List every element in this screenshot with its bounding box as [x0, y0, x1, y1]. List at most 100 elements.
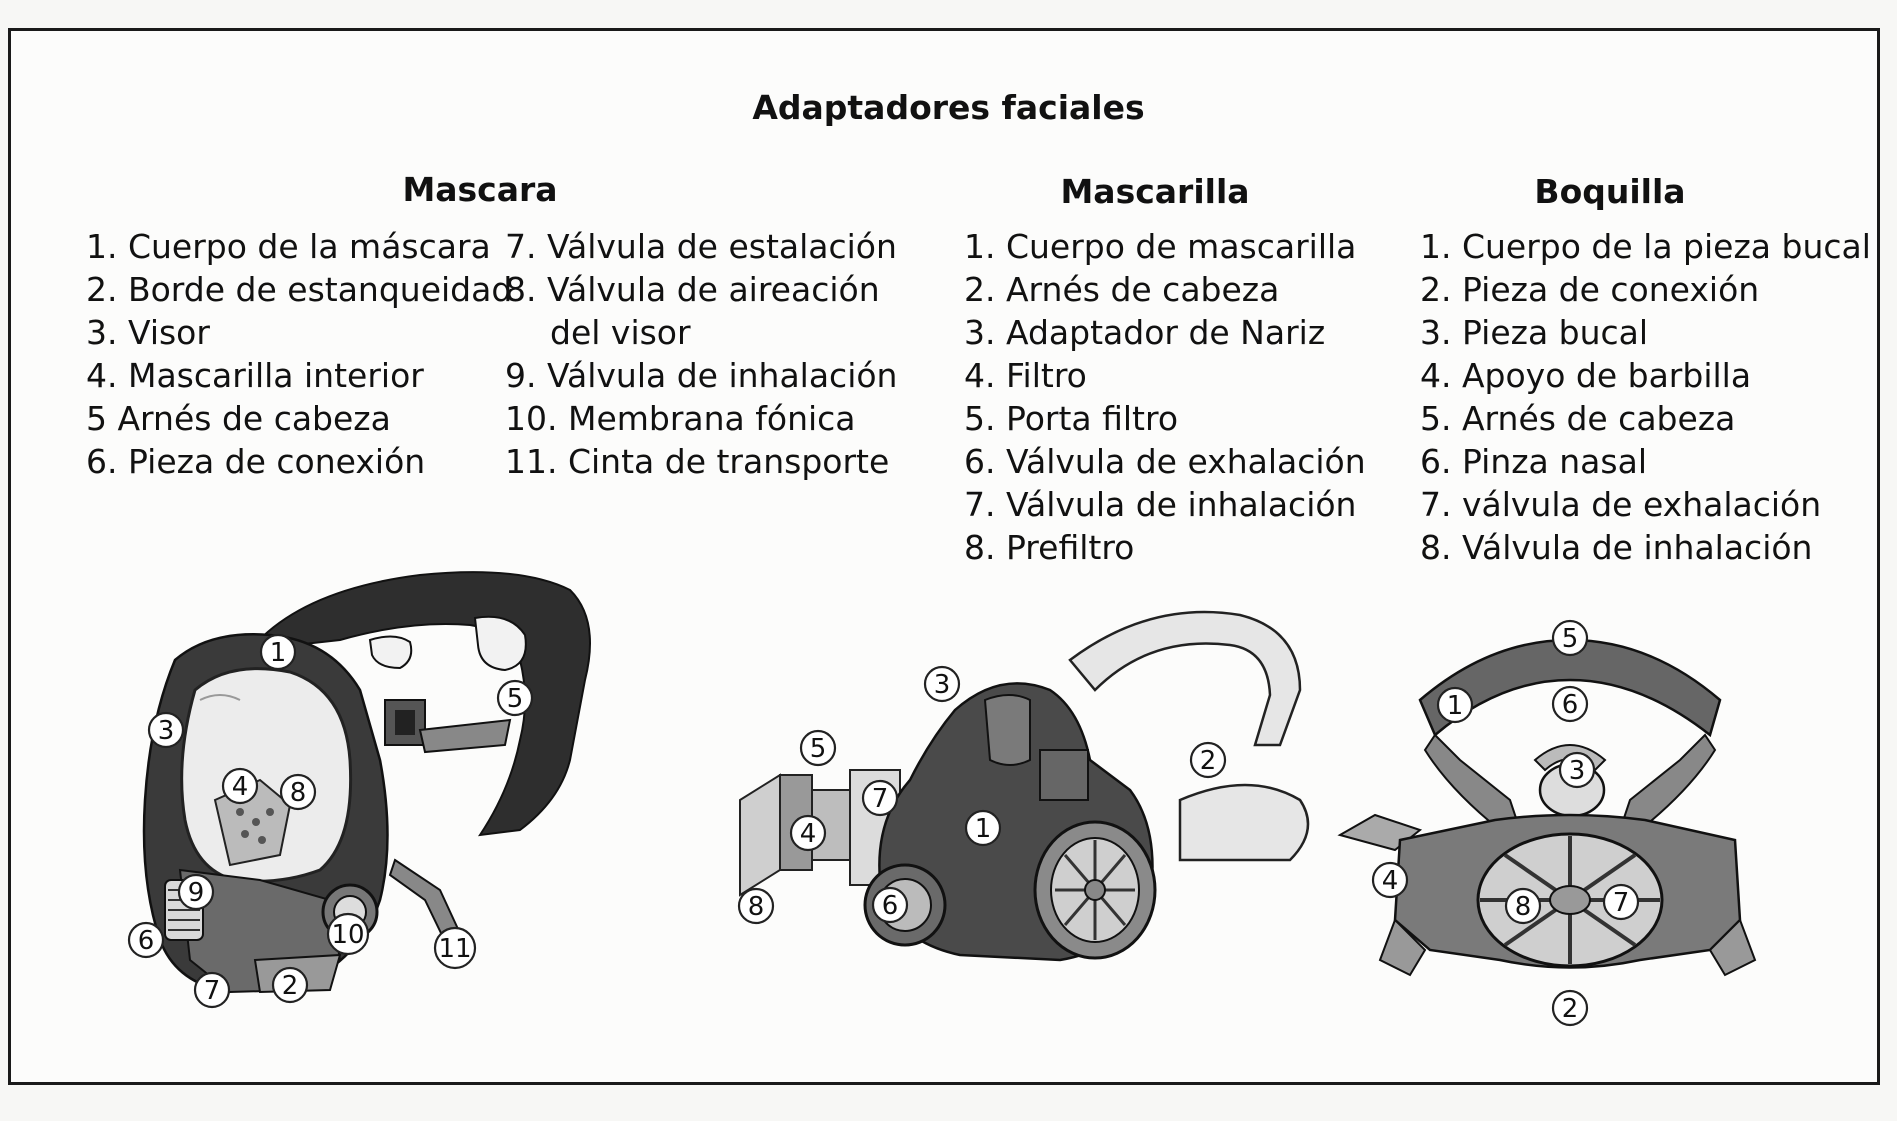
- callout-label: 1: [1447, 691, 1464, 721]
- mascara-list-left: 1. Cuerpo de la máscara 2. Borde de esta…: [86, 225, 512, 483]
- list-item: 2. Borde de estanqueidad: [86, 270, 513, 309]
- callout-circle: [1602, 883, 1640, 921]
- callout-circle: [1189, 741, 1227, 779]
- callout-label: 1: [975, 814, 992, 844]
- list-item: 3. Visor: [86, 313, 210, 352]
- callout-circle: [496, 679, 534, 717]
- callout-label: 2: [1562, 994, 1579, 1024]
- callout-mascara-11: 11: [433, 926, 477, 970]
- callout-circle: [259, 633, 297, 671]
- callout-label: 3: [934, 670, 951, 700]
- callout-circle: [871, 886, 909, 924]
- list-item: 11. Cinta de transporte: [505, 442, 890, 481]
- callout-circle: [799, 729, 837, 767]
- list-item: 8. Válvula de inhalación: [1420, 528, 1813, 567]
- callout-label: 7: [872, 784, 889, 814]
- callout-label: 5: [507, 684, 524, 714]
- list-item: 2. Arnés de cabeza: [964, 270, 1280, 309]
- callout-label: 3: [158, 716, 175, 746]
- callout-circle: [127, 921, 165, 959]
- callout-mascarilla-5: 5: [799, 729, 837, 767]
- callout-mascarilla-4: 4: [789, 814, 827, 852]
- callout-circle: [1551, 619, 1589, 657]
- callout-circle: [737, 887, 775, 925]
- callout-boquilla-1: 1: [1436, 686, 1474, 724]
- mascarilla-list: 1. Cuerpo de mascarilla 2. Arnés de cabe…: [964, 225, 1366, 569]
- list-item: 2. Pieza de conexión: [1420, 270, 1760, 309]
- half-mask-illustration: [739, 610, 1310, 962]
- callout-mascarilla-1: 1: [964, 809, 1002, 847]
- list-item: 6. Pinza nasal: [1420, 442, 1647, 481]
- callout-mascarilla-2: 2: [1189, 741, 1227, 779]
- callout-label: 7: [1613, 888, 1630, 918]
- callout-label: 4: [232, 772, 249, 802]
- callout-boquilla-5: 5: [1551, 619, 1589, 657]
- callout-circle: [1504, 887, 1542, 925]
- callout-mascara-5: 5: [496, 679, 534, 717]
- callout-circle: [147, 711, 185, 749]
- callout-label: 6: [1562, 690, 1579, 720]
- list-item: 3. Pieza bucal: [1420, 313, 1649, 352]
- callout-label: 10: [331, 920, 364, 950]
- callout-circle: [433, 926, 477, 970]
- list-item: 5. Porta filtro: [964, 399, 1179, 438]
- callout-boquilla-7: 7: [1602, 883, 1640, 921]
- list-item: 7. Válvula de estalación: [505, 227, 897, 266]
- callout-circle: [326, 912, 370, 956]
- callout-label: 5: [1562, 624, 1579, 654]
- diagram-title: Adaptadores faciales: [752, 88, 1145, 127]
- callout-mascara-9: 9: [177, 873, 215, 911]
- callout-boquilla-6: 6: [1551, 685, 1589, 723]
- callout-boquilla-2: 2: [1551, 989, 1589, 1027]
- list-item: 6. Válvula de exhalación: [964, 442, 1366, 481]
- callout-label: 8: [290, 778, 307, 808]
- callout-label: 4: [800, 819, 817, 849]
- mouthpiece-illustration: [1337, 638, 1757, 977]
- callout-label: 2: [282, 971, 299, 1001]
- list-item: 10. Membrana fónica: [505, 399, 856, 438]
- callout-mascara-6: 6: [127, 921, 165, 959]
- list-item: 3. Adaptador de Nariz: [964, 313, 1326, 352]
- callout-circle: [177, 873, 215, 911]
- callout-circle: [1551, 989, 1589, 1027]
- list-item: 7. válvula de exhalación: [1420, 485, 1822, 524]
- boquilla-heading: Boquilla: [1534, 172, 1686, 211]
- list-item: 4. Filtro: [964, 356, 1087, 395]
- callout-circle: [923, 665, 961, 703]
- mascarilla-heading: Mascarilla: [1060, 172, 1250, 211]
- callout-boquilla-3: 3: [1558, 751, 1596, 789]
- callout-circle: [1436, 686, 1474, 724]
- callout-mascara-1: 1: [259, 633, 297, 671]
- callout-mascara-2: 2: [271, 966, 309, 1004]
- callout-label: 8: [748, 892, 765, 922]
- list-item: 4. Apoyo de barbilla: [1420, 356, 1752, 395]
- list-item: 4. Mascarilla interior: [86, 356, 424, 395]
- callout-label: 5: [810, 734, 827, 764]
- callout-label: 1: [270, 638, 287, 668]
- callout-circle: [1551, 685, 1589, 723]
- callout-mascara-3: 3: [147, 711, 185, 749]
- callout-circle: [279, 773, 317, 811]
- list-item: 8. Prefiltro: [964, 528, 1135, 567]
- callout-circle: [789, 814, 827, 852]
- callout-label: 8: [1515, 892, 1532, 922]
- mascara-heading: Mascara: [402, 170, 558, 209]
- boquilla-list: 1. Cuerpo de la pieza bucal 2. Pieza de …: [1420, 225, 1871, 569]
- callout-circle: [1371, 861, 1409, 899]
- list-item: 7. Válvula de inhalación: [964, 485, 1357, 524]
- callout-label: 9: [188, 878, 205, 908]
- callout-mascarilla-7: 7: [861, 779, 899, 817]
- list-item: 1. Cuerpo de mascarilla: [964, 227, 1357, 266]
- callout-mascara-10: 10: [326, 912, 370, 956]
- list-item: 8. Válvula de aireación: [505, 270, 880, 309]
- callout-circle: [193, 971, 231, 1009]
- list-item: 1. Cuerpo de la máscara: [86, 227, 491, 266]
- list-item: 1. Cuerpo de la pieza bucal: [1420, 227, 1871, 266]
- callout-mascara-4: 4: [221, 767, 259, 805]
- callout-mascara-7: 7: [193, 971, 231, 1009]
- callout-mascara-8: 8: [279, 773, 317, 811]
- list-item: 9. Válvula de inhalación: [505, 356, 898, 395]
- list-item: 5. Arnés de cabeza: [1420, 399, 1736, 438]
